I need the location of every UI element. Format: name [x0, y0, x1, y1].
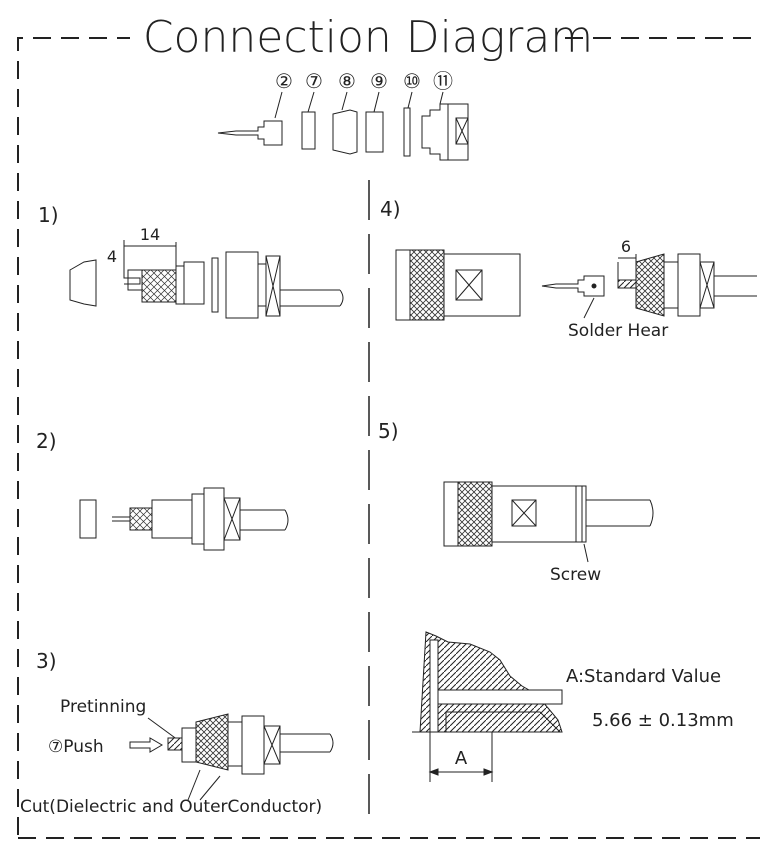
step-5: 5) Screw	[378, 419, 654, 585]
step-4: 4) 6 Solder Hear	[380, 197, 757, 341]
dimension-label: 14	[140, 225, 160, 244]
step-number: 3)	[36, 649, 57, 673]
parts-list: ② ⑦ ⑧ ⑨ ⑩ ⑪	[217, 69, 469, 161]
part-label: ⑦	[305, 69, 323, 93]
step-3: 3) Pretinning ⑦Push Cut(Dielectric and O…	[20, 649, 334, 817]
step-1: 1) 14 4	[38, 203, 344, 319]
dimension-label: 6	[621, 237, 631, 256]
pretinning-label: Pretinning	[60, 697, 146, 717]
part-label: ⑩	[403, 69, 421, 93]
detail-section: A:Standard Value 5.66 ± 0.13mm A	[412, 631, 734, 782]
push-label: ⑦Push	[48, 737, 104, 757]
standard-value: 5.66 ± 0.13mm	[592, 710, 734, 731]
part-label: ②	[275, 69, 293, 93]
dimension-label: A	[455, 748, 468, 769]
cut-label: Cut(Dielectric and OuterConductor)	[20, 797, 322, 817]
dimension-label: 4	[107, 247, 117, 266]
screw-label: Screw	[550, 565, 601, 585]
part-label: ⑧	[338, 69, 356, 93]
solder-label: Solder Hear	[568, 321, 668, 341]
step-number: 1)	[38, 203, 59, 227]
step-number: 5)	[378, 419, 399, 443]
step-2: 2)	[36, 429, 289, 551]
part-label: ⑨	[370, 69, 388, 93]
frame	[17, 37, 760, 839]
part-label: ⑪	[433, 69, 453, 93]
standard-label: A:Standard Value	[566, 666, 721, 687]
step-number: 4)	[380, 197, 401, 221]
page-title: Connection Diagram	[143, 12, 593, 63]
step-number: 2)	[36, 429, 57, 453]
